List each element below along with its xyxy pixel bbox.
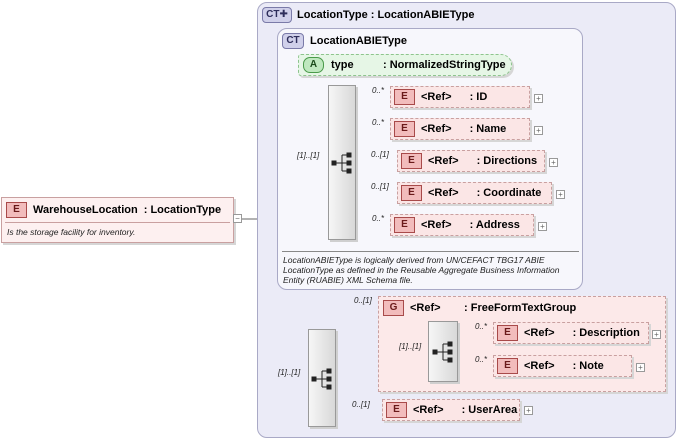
element-icon: E [394,89,415,105]
element-user-area[interactable]: E <Ref> : UserArea [382,399,520,421]
attribute-type-name: : NormalizedStringType [383,59,506,71]
element-ref: <Ref> [524,360,555,372]
complex-type-icon: CT [282,33,304,49]
element-ref: <Ref> [421,91,452,103]
element-ref: <Ref> [421,219,452,231]
group-sequence-cardinality: [1]..[1] [399,342,422,351]
group-icon: G [383,300,404,316]
complex-type-extension-icon: CT✚ [262,7,292,23]
root-type: : LocationType [143,204,222,216]
element-ref: <Ref> [524,327,555,339]
sequence-compositor[interactable] [328,85,356,240]
sequence-icon [432,341,453,363]
element-cardinality: 0..* [372,86,385,95]
expand-icon[interactable]: + [652,330,661,339]
documentation-divider [282,251,579,252]
element-coordinate[interactable]: E <Ref> : Coordinate [397,182,552,204]
root-header: E WarehouseLocation : LocationType [2,198,233,222]
attribute-icon: A [303,57,324,73]
element-icon: E [386,402,407,418]
expand-icon[interactable]: + [534,94,543,103]
root-documentation: Is the storage facility for inventory. [7,227,136,237]
element-name: : Description [572,327,640,339]
group-name: : FreeFormTextGroup [464,302,577,314]
element-icon: E [394,217,415,233]
extension-sequence-compositor[interactable] [308,329,336,427]
element-note[interactable]: E <Ref> : Note [493,355,632,377]
element-name: : Coordinate [476,187,542,199]
element-directions[interactable]: E <Ref> : Directions [397,150,545,172]
group-ref: <Ref> [410,302,441,314]
element-name: : Directions [476,155,538,167]
element-ref: <Ref> [428,155,459,167]
element-icon: E [394,121,415,137]
element-address[interactable]: E <Ref> : Address [390,214,534,236]
expand-icon[interactable]: + [534,126,543,135]
element-name: : Address [469,219,520,231]
element-cardinality: 0..* [475,355,488,364]
element-name: : UserArea [461,404,518,416]
expand-icon[interactable]: + [538,222,547,231]
element-ref: <Ref> [413,404,444,416]
element-name: : ID [469,91,488,103]
element-icon: E [497,325,518,341]
element-icon: E [401,153,422,169]
location-abie-type-header: CT LocationABIEType [282,33,407,49]
element-cardinality: 0..[1] [371,150,389,159]
sequence-icon [331,152,352,174]
element-description[interactable]: E <Ref> : Description [493,322,649,344]
element-cardinality: 0..* [372,214,385,223]
group-cardinality: 0..[1] [354,296,372,305]
element-name: : Note [572,360,604,372]
sequence-cardinality: [1]..[1] [297,151,320,160]
element-ref: <Ref> [421,123,452,135]
root-name: WarehouseLocation [33,204,138,216]
element-id[interactable]: E <Ref> : ID [390,86,530,108]
element-icon: E [6,202,27,218]
collapse-icon[interactable]: − [233,214,242,223]
extension-sequence-cardinality: [1]..[1] [278,368,301,377]
element-cardinality: 0..[1] [371,182,389,191]
element-icon: E [497,358,518,374]
expand-icon[interactable]: + [524,406,533,415]
attribute-type[interactable]: A type : NormalizedStringType [298,54,512,76]
element-icon: E [401,185,422,201]
element-cardinality: 0..* [372,118,385,127]
free-form-text-group[interactable]: G <Ref> : FreeFormTextGroup [383,300,576,316]
element-name-ref[interactable]: E <Ref> : Name [390,118,530,140]
sequence-icon [311,368,332,390]
element-cardinality: 0..* [475,322,488,331]
expand-icon[interactable]: + [549,158,558,167]
expand-icon[interactable]: + [636,363,645,372]
expand-icon[interactable]: + [556,190,565,199]
group-sequence-compositor[interactable] [428,321,458,382]
element-ref: <Ref> [428,187,459,199]
location-type-header: CT✚ LocationType : LocationABIEType [262,7,474,23]
attribute-name: type [331,59,354,71]
element-name: : Name [469,123,507,135]
location-abie-type-documentation: LocationABIEType is logically derived fr… [283,255,560,285]
element-cardinality: 0..[1] [352,400,370,409]
location-type-title: LocationType : LocationABIEType [297,9,475,21]
location-abie-type-title: LocationABIEType [310,35,407,47]
warehouse-location-element[interactable]: E WarehouseLocation : LocationType Is th… [1,197,234,243]
